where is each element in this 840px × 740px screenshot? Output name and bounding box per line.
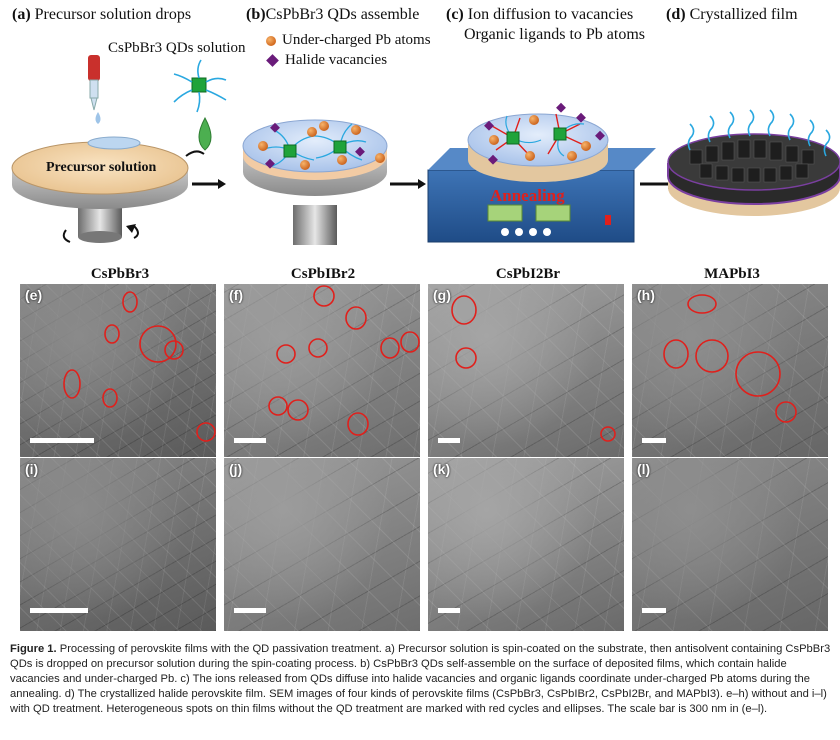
legend-pb-label: Under-charged Pb atoms xyxy=(282,32,431,48)
scale-bar xyxy=(234,438,266,443)
sem-image-h: (h) xyxy=(632,284,828,457)
panel-b-title: CsPbBr3 QDs assemble xyxy=(265,6,420,23)
scale-bar xyxy=(642,438,666,443)
legend-halide-vacancies: Halide vacancies xyxy=(266,52,387,69)
sem-image-l: (l) xyxy=(632,458,828,631)
sem-panel-letter: (h) xyxy=(637,287,655,303)
defect-circle xyxy=(695,339,729,373)
sem-image-j: (j) xyxy=(224,458,420,631)
defect-circle xyxy=(345,306,367,330)
panel-a-title: Precursor solution drops xyxy=(34,6,192,23)
sem-image-g: (g) xyxy=(428,284,624,457)
column-label-2: CsPbIBr2 xyxy=(290,266,356,282)
qd-solution-label: CsPbBr3 QDs solution xyxy=(108,40,246,56)
defect-circle xyxy=(139,325,177,363)
panel-d-letter: (d) xyxy=(666,6,686,23)
sem-panel-letter: (j) xyxy=(229,461,243,477)
annealing-label: Annealing xyxy=(490,186,565,205)
panel-a-heading: (a) Precursor solution drops xyxy=(12,6,191,24)
defect-circle xyxy=(63,369,81,399)
scale-bar xyxy=(642,608,666,613)
defect-circle xyxy=(400,331,420,353)
scale-bar xyxy=(30,438,94,443)
defect-circle xyxy=(196,422,216,442)
defect-markers xyxy=(268,285,420,436)
defect-circle xyxy=(775,401,797,423)
defect-circle xyxy=(313,285,335,307)
defect-circle xyxy=(735,351,781,397)
sem-image-k: (k) xyxy=(428,458,624,631)
legend-halide-label: Halide vacancies xyxy=(285,52,388,68)
sem-panel-letter: (e) xyxy=(25,287,43,303)
defect-circle xyxy=(268,396,288,416)
defect-circle xyxy=(164,340,184,360)
sem-panel-letter: (f) xyxy=(229,287,243,303)
defect-circle xyxy=(600,426,616,442)
defect-markers xyxy=(451,295,616,442)
defect-circle xyxy=(104,324,120,344)
sem-panel-letter: (l) xyxy=(637,461,651,477)
panel-c-letter: (c) xyxy=(446,6,464,23)
scale-bar xyxy=(438,438,460,443)
defect-circle xyxy=(276,344,296,364)
panel-a-letter: (a) xyxy=(12,6,31,23)
pb-atom-icon xyxy=(266,35,276,46)
panel-d-heading: (d) Crystallized film xyxy=(666,6,798,24)
qd-ligand-star xyxy=(173,59,227,189)
panel-b-letter: (b) xyxy=(246,6,266,23)
defect-circle xyxy=(687,294,717,314)
disk-b xyxy=(242,119,388,245)
panel-c-heading: (c) Ion diffusion to vacancies xyxy=(446,6,633,24)
defect-markers xyxy=(63,291,216,442)
caption-figure-number: Figure 1. xyxy=(10,643,57,655)
crystallized-film-d xyxy=(667,109,840,216)
scale-bar xyxy=(234,608,266,613)
defect-markers xyxy=(663,294,797,423)
figure-caption: Figure 1. Processing of perovskite films… xyxy=(10,642,832,717)
sem-image-f: (f) xyxy=(224,284,420,457)
scale-bar xyxy=(30,608,88,613)
defect-circle xyxy=(455,347,477,369)
defect-circle xyxy=(451,295,477,325)
schematic-illustration xyxy=(11,55,840,245)
panel-c-title-line1: Ion diffusion to vacancies xyxy=(467,6,634,23)
defect-circle xyxy=(287,399,309,421)
panel-b-heading: (b)CsPbBr3 QDs assemble xyxy=(246,6,419,24)
precursor-solution-label: Precursor solution xyxy=(46,160,157,175)
defect-circle xyxy=(122,291,138,313)
column-label-1: CsPbBr3 xyxy=(90,266,150,282)
defect-circle xyxy=(347,412,369,436)
sem-panel-letter: (g) xyxy=(433,287,451,303)
defect-circle xyxy=(663,339,689,369)
hotplate-c xyxy=(427,102,656,243)
spin-coater-a xyxy=(11,55,189,243)
defect-circle xyxy=(380,337,400,359)
legend-pb-atoms: Under-charged Pb atoms xyxy=(266,32,431,49)
panel-c-title-line2: Organic ligands to Pb atoms xyxy=(464,26,646,43)
column-label-4: MAPbI3 xyxy=(704,266,760,282)
sem-image-e: (e) xyxy=(20,284,216,457)
defect-circle xyxy=(102,388,118,408)
sem-image-i: (i) xyxy=(20,458,216,631)
scale-bar xyxy=(438,608,460,613)
halide-vacancy-icon xyxy=(266,54,279,67)
column-label-3: CsPbI2Br xyxy=(495,266,561,282)
sem-panel-letter: (i) xyxy=(25,461,39,477)
defect-circle xyxy=(308,338,328,358)
caption-text: Processing of perovskite films with the … xyxy=(10,643,831,715)
panel-d-title: Crystallized film xyxy=(689,6,798,23)
sem-panel-letter: (k) xyxy=(433,461,451,477)
